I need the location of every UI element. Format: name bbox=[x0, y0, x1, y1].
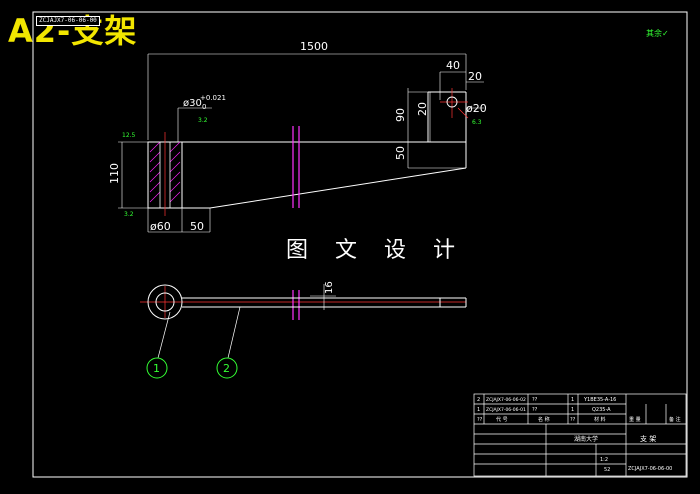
section-hatch bbox=[149, 141, 181, 203]
drawing-border bbox=[32, 11, 688, 478]
center-lines bbox=[140, 88, 468, 318]
tb-hdr-mat: 材 料 bbox=[594, 416, 606, 423]
tb-row1-no: 1 bbox=[477, 407, 480, 413]
roughness-label-3: 3.2 bbox=[124, 211, 134, 218]
dim-bore-tolerance-zero: 0 bbox=[202, 103, 206, 111]
tb-hdr-note: 备 注 bbox=[669, 416, 681, 423]
dimension-lines bbox=[118, 53, 484, 310]
tb-row2-name: ?? bbox=[532, 397, 538, 403]
tb-hdr-weight: 重 量 bbox=[629, 416, 641, 423]
tb-hdr-no: ?? bbox=[477, 417, 483, 423]
watermark-text: 图 文 设 计 bbox=[286, 238, 465, 263]
balloon-1-circle bbox=[146, 357, 168, 379]
tb-row2-mat: Y1BE35-A-16 bbox=[583, 397, 616, 403]
roughness-label-4: 6.3 bbox=[472, 119, 482, 126]
dim-thickness-16: 16 bbox=[324, 281, 335, 294]
dim-tip-offset: 40 bbox=[446, 59, 460, 72]
roughness-label-1: 3.2 bbox=[198, 117, 208, 124]
tb-scale: 1:2 bbox=[600, 457, 608, 463]
dim-tip-20: 20 bbox=[468, 70, 482, 83]
tb-school: 湖南大学 bbox=[574, 435, 598, 443]
dim-height-110: 110 bbox=[108, 163, 121, 184]
balloon-1-label: 1 bbox=[153, 362, 160, 375]
tb-sheet: 52 bbox=[604, 467, 610, 473]
title-block-text: 2 ZCJAJX7-06-06-02 ?? 1 Y1BE35-A-16 1 ZC… bbox=[477, 397, 681, 473]
hole-right bbox=[446, 96, 458, 108]
balloon-2-label: 2 bbox=[223, 362, 230, 375]
tb-hdr-code: 代 号 bbox=[496, 416, 508, 423]
tb-row1-name: ?? bbox=[532, 407, 538, 413]
check-icon: ✓ bbox=[662, 29, 669, 38]
roughness-note: 其余✓ bbox=[646, 28, 669, 39]
dim-bore-diameter: ø30 bbox=[183, 98, 202, 109]
break-marks bbox=[292, 126, 300, 320]
dim-base-phi60: ø60 bbox=[150, 220, 171, 233]
tb-row1-code: ZCJAJX7-06-06-01 bbox=[486, 407, 526, 413]
dim-bore-tolerance: +0.021 bbox=[200, 94, 226, 102]
tb-part-name: 支 架 bbox=[640, 434, 656, 443]
tb-hdr-qty: ?? bbox=[570, 417, 576, 423]
tb-row2-qty: 1 bbox=[571, 397, 574, 403]
tb-row2-no: 2 bbox=[477, 397, 480, 403]
roughness-label-2: 12.5 bbox=[122, 132, 136, 139]
dim-hole-phi20: ø20 bbox=[466, 102, 487, 115]
dim-height-20: 20 bbox=[416, 102, 429, 116]
tb-part-code: ZCJAJX7-06-06-00 bbox=[628, 466, 672, 472]
title-block bbox=[473, 393, 687, 477]
drawing-title: A2-支架 bbox=[8, 12, 138, 50]
roughness-note-label: 其余 bbox=[646, 29, 662, 38]
tb-row1-mat: Q235-A bbox=[592, 407, 611, 413]
dim-base-50: 50 bbox=[190, 220, 204, 233]
tb-row2-code: ZCJAJX7-06-06-02 bbox=[486, 397, 526, 403]
document-code-label: ZCJAJX7-06-06-00 bbox=[36, 16, 100, 26]
dim-overall-length: 1500 bbox=[300, 40, 328, 53]
tb-hdr-name: 名 称 bbox=[538, 416, 550, 423]
dim-height-90: 90 bbox=[394, 108, 407, 122]
balloon-2-circle bbox=[216, 357, 238, 379]
bottom-view bbox=[147, 284, 467, 320]
tb-row1-qty: 1 bbox=[571, 407, 574, 413]
balloon-leaders bbox=[157, 306, 241, 359]
dim-height-50: 50 bbox=[394, 146, 407, 160]
